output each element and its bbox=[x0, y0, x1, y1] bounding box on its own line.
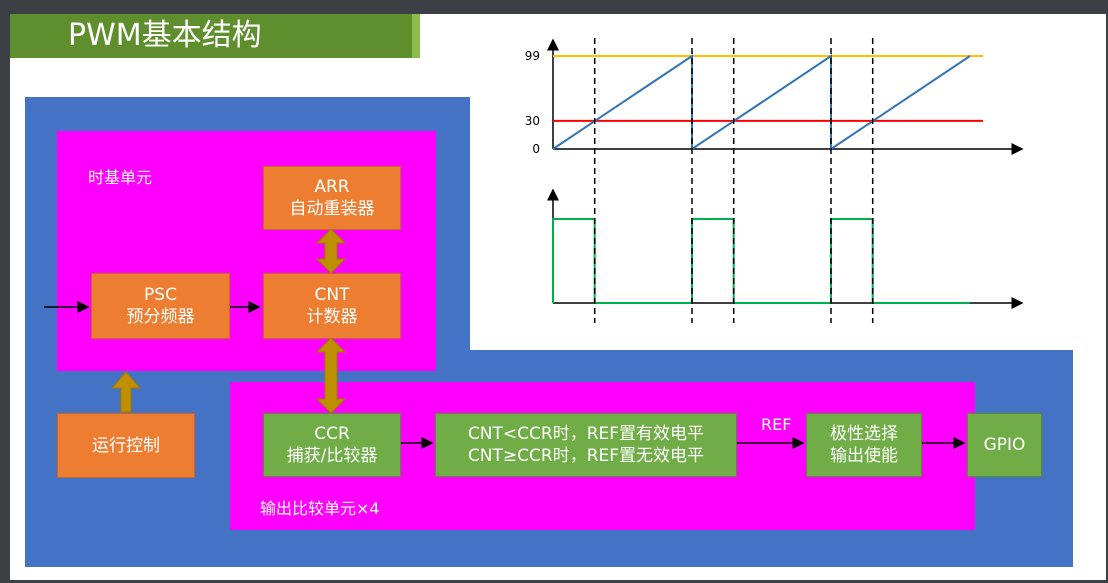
title-bar: PWM基本结构 bbox=[10, 14, 420, 58]
title-bar-stripe bbox=[412, 14, 420, 58]
gpio-label: GPIO bbox=[983, 435, 1026, 455]
output-compare-label: 输出比较单元×4 bbox=[260, 499, 380, 518]
cnt-box: CNT 计数器 bbox=[263, 273, 401, 339]
run-control-up-arrow bbox=[110, 371, 142, 413]
ccr-box: CCR 捕获/比较器 bbox=[263, 413, 401, 477]
psc-subtitle: 预分频器 bbox=[126, 307, 195, 327]
arr-subtitle: 自动重装器 bbox=[289, 199, 375, 219]
counter-sawtooth bbox=[552, 54, 971, 151]
polarity-box: 极性选择 输出使能 bbox=[806, 413, 922, 477]
polarity-subtitle: 输出使能 bbox=[830, 446, 898, 466]
timebase-label: 时基单元 bbox=[88, 168, 153, 187]
compare-logic-box: CNT<CCR时，REF置有效电平 CNT≥CCR时，REF置无效电平 bbox=[435, 413, 737, 477]
ccr-title: CCR bbox=[314, 424, 350, 444]
cnt-title: CNT bbox=[314, 285, 350, 305]
compare-rule-2: CNT≥CCR时，REF置无效电平 bbox=[467, 446, 705, 466]
ref-label: REF bbox=[761, 415, 792, 434]
compare-rule-1: CNT<CCR时，REF置有效电平 bbox=[467, 424, 705, 444]
arr-title: ARR bbox=[314, 177, 350, 197]
y-tick-label: 30 bbox=[525, 114, 540, 128]
gpio-box: GPIO bbox=[967, 413, 1042, 477]
run-control-label: 运行控制 bbox=[92, 435, 160, 456]
pwm-output-wave bbox=[552, 218, 970, 304]
y-tick-label: 99 bbox=[525, 49, 540, 63]
ccr-subtitle: 捕获/比较器 bbox=[286, 446, 378, 466]
arr-box: ARR 自动重装器 bbox=[263, 166, 401, 230]
y-tick-label: 0 bbox=[532, 142, 540, 156]
psc-box: PSC 预分频器 bbox=[91, 273, 230, 339]
cnt-subtitle: 计数器 bbox=[306, 307, 358, 327]
page-title: PWM基本结构 bbox=[68, 18, 262, 53]
psc-title: PSC bbox=[144, 285, 177, 305]
polarity-title: 极性选择 bbox=[830, 424, 898, 444]
run-control-box: 运行控制 bbox=[57, 413, 195, 478]
